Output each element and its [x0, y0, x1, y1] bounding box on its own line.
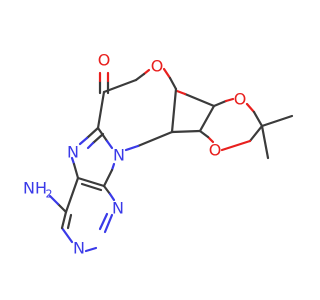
bond	[64, 176, 80, 214]
bridged-ring	[96, 67, 216, 152]
atom-o-dioxolane-bottom: O	[209, 141, 222, 160]
bond	[76, 176, 106, 188]
bond	[198, 129, 210, 139]
molecule-diagram: O O O O N N N N NH 2	[23, 50, 294, 258]
atom-n-imidazole-right: N	[113, 146, 125, 165]
bond	[162, 67, 172, 80]
atom-n-pyrimidine-bottom: N	[73, 239, 85, 258]
molecule-structure: O O O O N N N N NH 2	[23, 51, 294, 258]
bond	[170, 87, 178, 134]
bond	[220, 139, 252, 152]
atom-o-bridge: O	[151, 57, 164, 76]
dioxolane-ring	[198, 97, 294, 160]
atom-labels: O O O O N N N N NH 2	[23, 51, 246, 258]
atom-n-imidazole-left: N	[67, 143, 79, 162]
bond	[183, 92, 216, 108]
bond	[66, 213, 73, 230]
bond	[136, 130, 174, 148]
bond	[170, 129, 202, 134]
bond	[260, 124, 270, 160]
bond	[124, 144, 140, 152]
bond	[168, 76, 178, 91]
bond	[80, 182, 103, 192]
bond	[175, 89, 187, 96]
bond	[48, 194, 60, 206]
bond	[96, 90, 106, 130]
bond	[56, 202, 68, 214]
bond	[98, 212, 109, 231]
bond	[91, 132, 105, 145]
bond	[224, 97, 235, 103]
atom-nh-amino: NH	[23, 179, 47, 198]
carbonyl	[98, 71, 110, 95]
bond	[252, 110, 264, 128]
bond	[245, 102, 256, 114]
bond	[60, 210, 68, 230]
bond	[102, 184, 112, 196]
bond	[134, 72, 146, 82]
bond	[108, 192, 116, 202]
atom-amino-subscript: 2	[46, 188, 53, 201]
bond	[60, 226, 74, 244]
atom-n-pyrimidine-right: N	[112, 199, 124, 218]
bond	[103, 213, 114, 234]
atom-o-dioxolane-top: O	[234, 90, 247, 109]
bond	[248, 124, 264, 143]
atom-o-carbonyl: O	[98, 51, 111, 70]
bond	[212, 99, 228, 108]
bond	[206, 135, 215, 144]
imidazole-ring	[70, 126, 116, 192]
pyrimidine-ring	[60, 176, 116, 253]
bond	[72, 162, 80, 180]
bond	[198, 104, 216, 133]
bond	[84, 246, 98, 253]
bond	[96, 126, 109, 143]
bond	[105, 139, 114, 150]
bond	[85, 126, 100, 140]
bond	[102, 78, 138, 94]
bond	[102, 168, 114, 188]
bond	[78, 136, 89, 146]
bond	[260, 114, 294, 128]
bond	[86, 141, 95, 150]
